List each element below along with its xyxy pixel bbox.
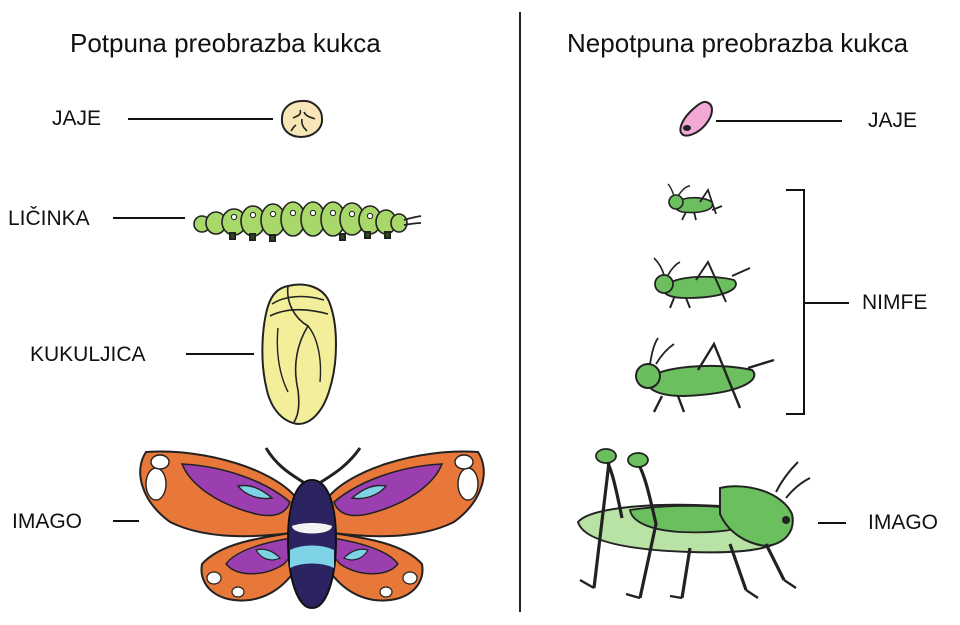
moth-illustration <box>126 440 498 612</box>
caterpillar-illustration <box>190 190 422 248</box>
leader-line-adult-right <box>818 522 846 524</box>
pupa-illustration <box>258 282 340 428</box>
nymph-medium-illustration <box>646 258 754 310</box>
nymph-small-illustration <box>660 184 724 224</box>
label-pupa: KUKULJICA <box>30 343 146 367</box>
grasshopper-adult-illustration <box>570 448 814 608</box>
title-incomplete-metamorphosis: Nepotpuna preobrazba kukca <box>567 28 908 59</box>
leader-line-pupa <box>186 353 254 355</box>
egg-illustration-right <box>676 98 716 140</box>
label-egg-right: JAJE <box>868 109 917 133</box>
label-adult-left: IMAGO <box>12 510 82 534</box>
title-complete-metamorphosis: Potpuna preobrazba kukca <box>70 28 381 59</box>
label-nymphs: NIMFE <box>862 291 927 315</box>
label-larva: LIČINKA <box>8 207 90 231</box>
column-divider <box>519 12 521 612</box>
egg-illustration-left <box>278 98 326 140</box>
label-egg-left: JAJE <box>52 107 101 131</box>
leader-line-nymphs <box>805 302 849 304</box>
nymph-large-illustration <box>628 338 778 418</box>
leader-line-egg-right <box>716 120 842 122</box>
leader-line-egg-left <box>128 118 273 120</box>
label-adult-right: IMAGO <box>868 511 938 535</box>
leader-line-larva <box>113 217 185 219</box>
